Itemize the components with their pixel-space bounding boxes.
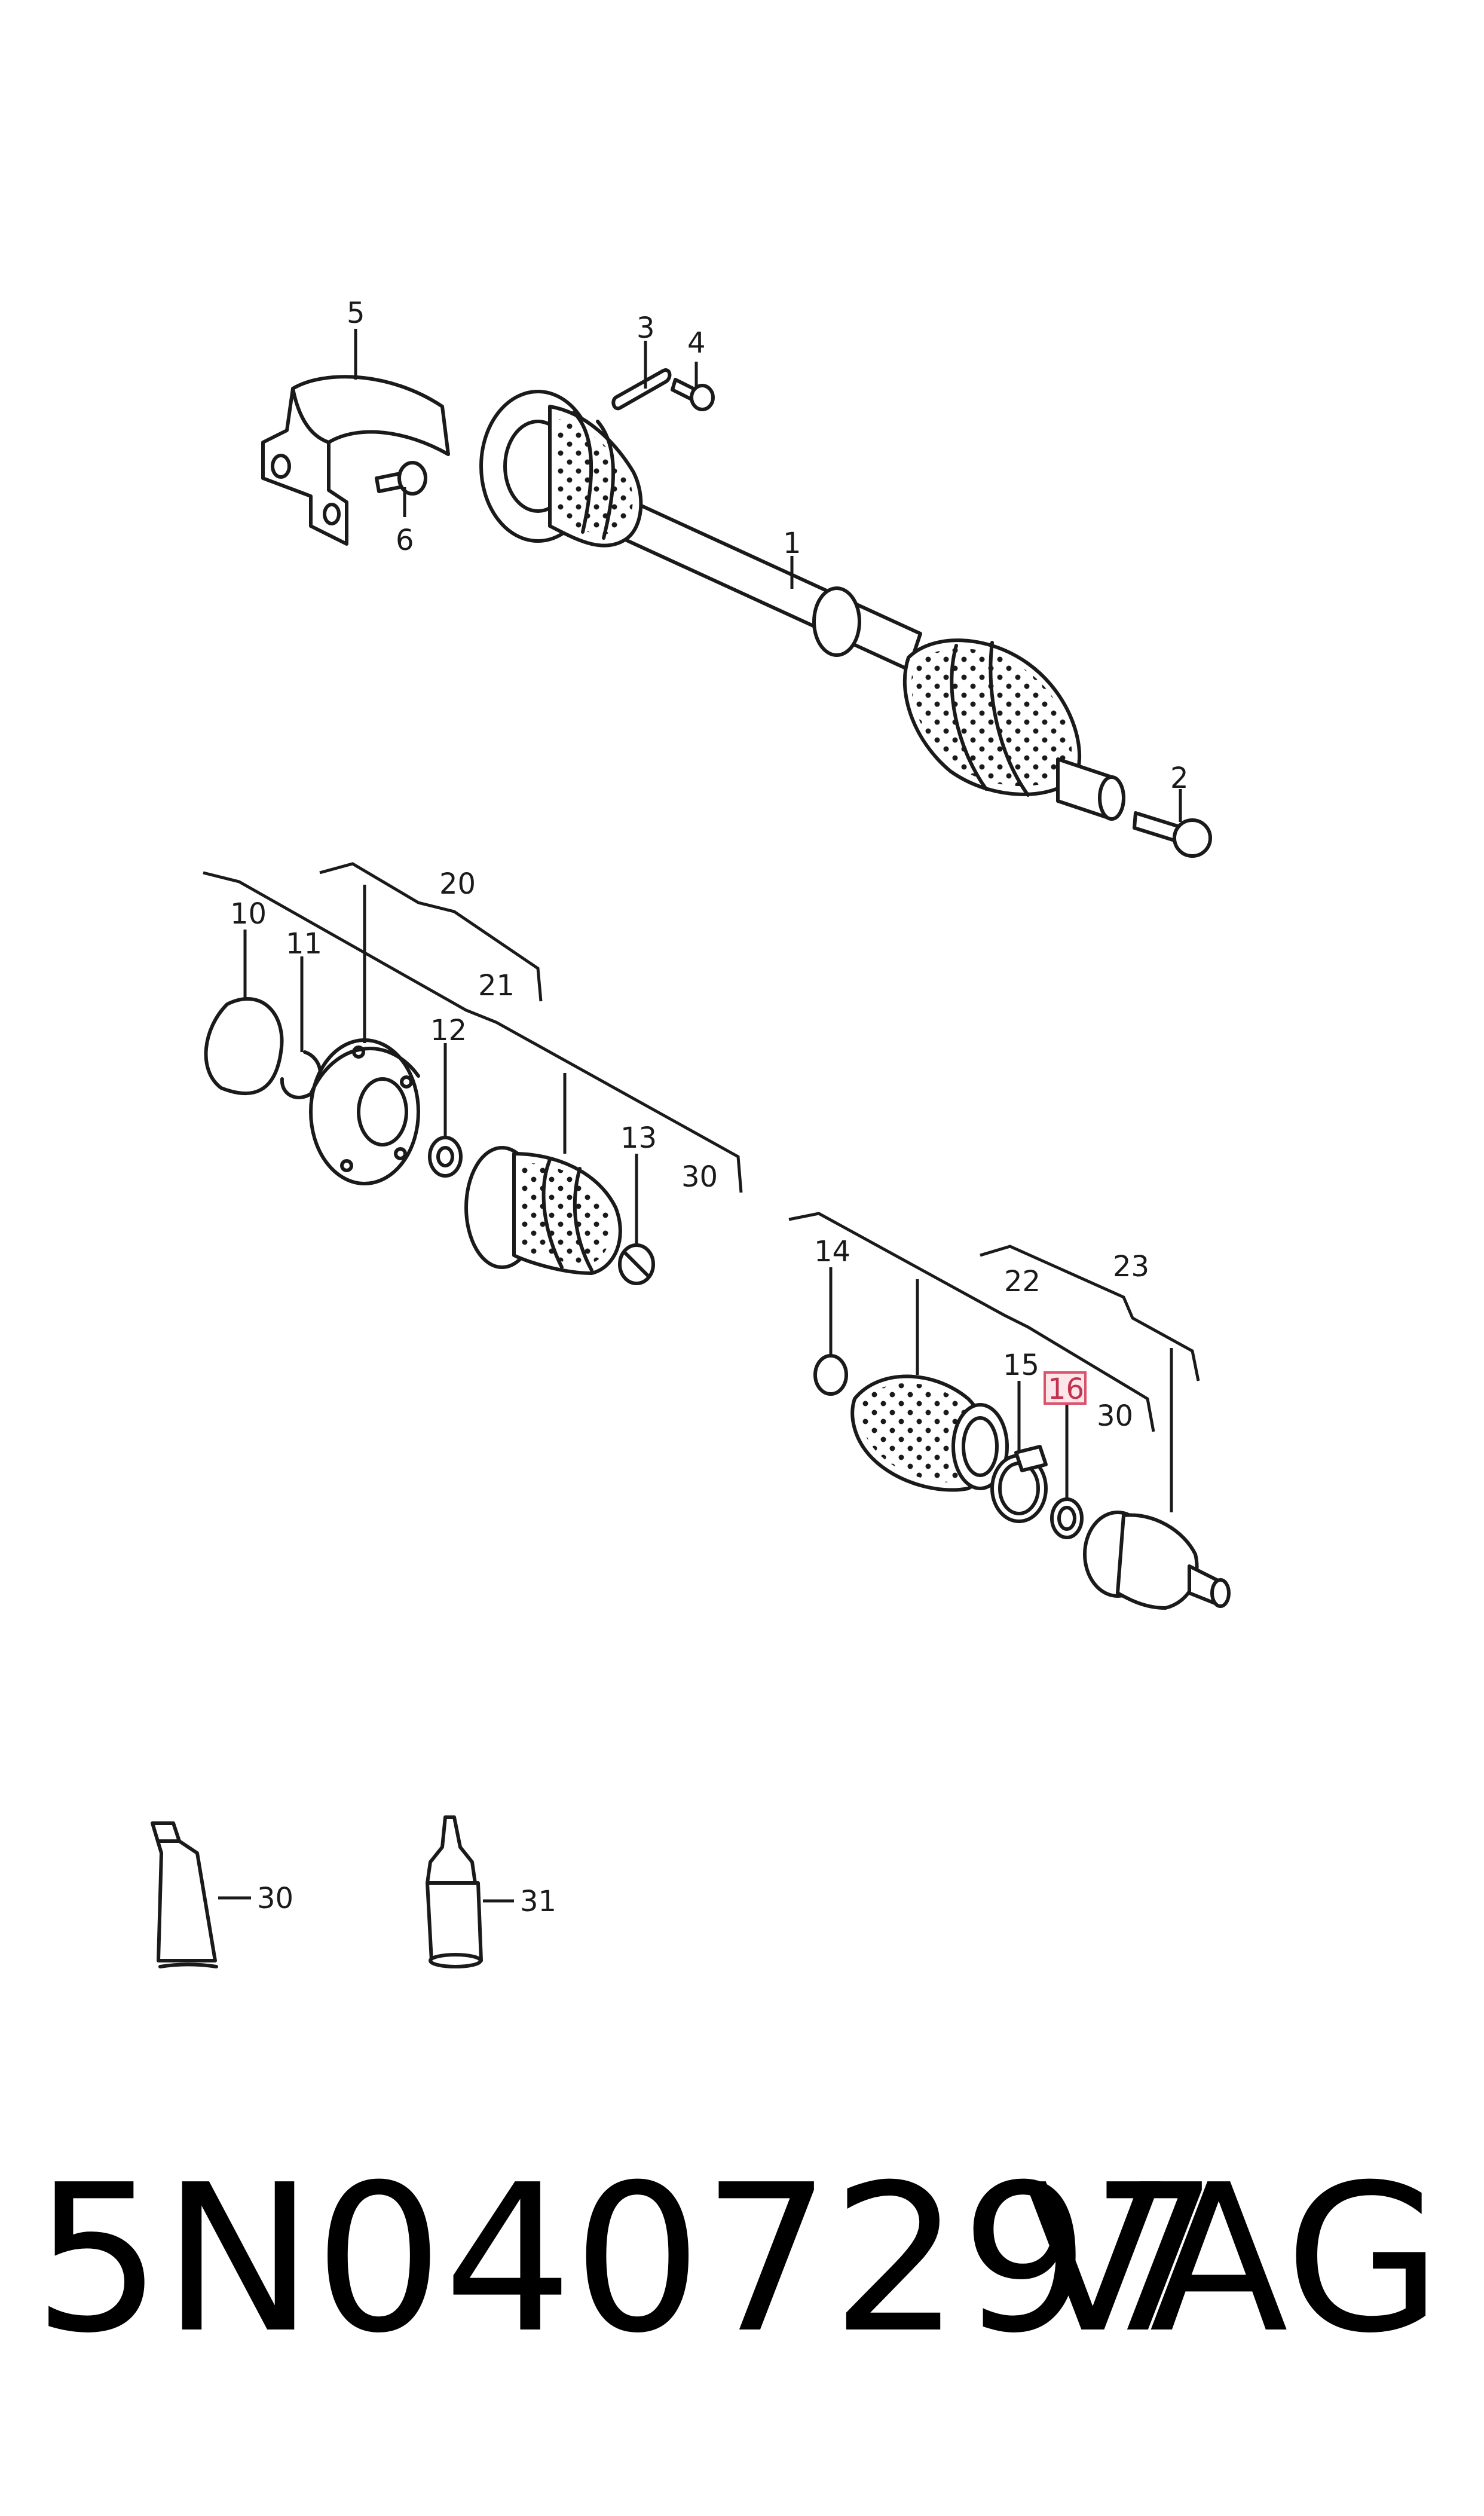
cv-joint-inner [309,1038,420,1185]
grease-tube [151,1821,218,1968]
hose-clamp [618,1243,655,1285]
callout-21: 21 [478,969,515,1002]
callout-4: 4 [687,326,706,360]
callout-16-highlight [1044,1371,1087,1405]
bolt [1133,811,1212,858]
drive-shaft-assembly [479,390,1125,821]
sealant-bottle [426,1815,483,1968]
callout-30-lower: 30 [1097,1399,1133,1433]
callout-labels: 1 2 3 4 5 6 10 11 12 13 14 15 16 20 21 2… [230,296,1189,1918]
shaft-collar [812,586,861,657]
band-clamp [990,1445,1048,1523]
callout-22: 22 [1004,1265,1041,1298]
part-number: 5N0407297 [33,2141,1219,2378]
circlip-highlighted [1050,1497,1084,1539]
callout-5: 5 [347,296,365,330]
callout-30-tube: 30 [257,1882,293,1915]
small-clamp [813,1354,848,1396]
brand-label: VAG [1023,2141,1442,2378]
callout-2: 2 [1170,762,1189,795]
small-screw [671,378,715,411]
gasket [204,997,284,1096]
leader-lines [203,329,1200,1903]
outer-boot-kit [850,1374,1009,1492]
callout-3: 3 [637,311,655,345]
callout-1: 1 [783,527,801,560]
callout-10: 10 [230,897,267,931]
callout-14: 14 [814,1235,850,1268]
lock-plate [611,368,672,411]
callout-12: 12 [430,1014,467,1047]
callout-30-middle: 30 [681,1160,718,1194]
callout-16: 16 [1048,1372,1084,1406]
washer [428,1136,463,1178]
callout-6: 6 [396,524,414,557]
callout-31: 31 [520,1885,556,1918]
cv-joint-outer [1083,1511,1231,1610]
callout-13: 13 [620,1121,657,1155]
shield-bolt [375,461,427,496]
inner-boot-kit [464,1146,622,1275]
callout-20: 20 [439,867,476,901]
callout-11: 11 [286,927,322,961]
heat-shield [261,375,450,546]
callout-15: 15 [1003,1349,1039,1382]
callout-23: 23 [1113,1250,1149,1283]
shaft-tube [620,500,922,671]
